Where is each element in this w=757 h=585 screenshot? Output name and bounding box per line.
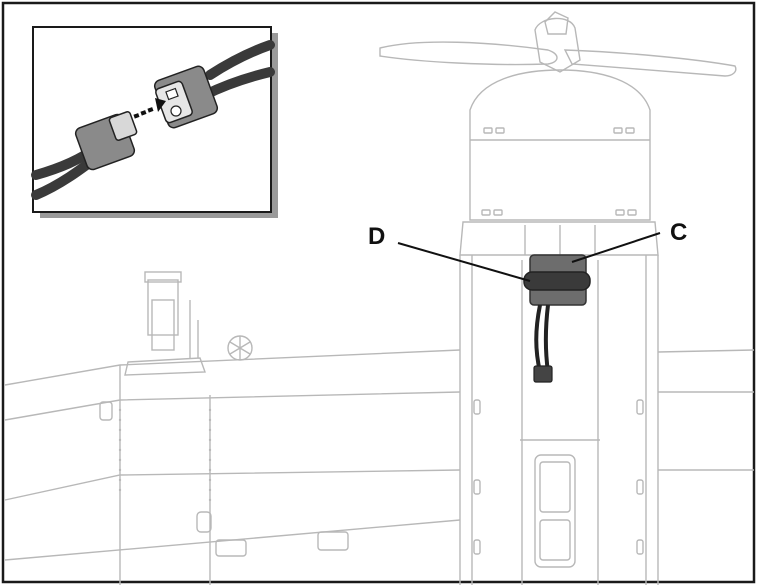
- spinner-top: [544, 11, 569, 35]
- connector-plug-arrow-icon: [133, 98, 166, 119]
- rivet-lines: [118, 408, 212, 502]
- airframe-line-art: [4, 11, 755, 585]
- battery-strap: [523, 271, 591, 291]
- engine-cowl: [469, 69, 651, 221]
- propeller-blade-left: [379, 41, 558, 66]
- propeller-blade-right: [563, 49, 737, 77]
- callout-label-c: C: [670, 219, 687, 246]
- connector-inset: [31, 26, 278, 218]
- callout-line-d: [397, 242, 531, 282]
- callout-label-d: D: [368, 223, 385, 250]
- callout-line-c: [571, 232, 661, 263]
- plug-male-tip: [108, 111, 138, 141]
- battery-connector: [533, 365, 553, 383]
- battery-lead-2: [543, 304, 550, 373]
